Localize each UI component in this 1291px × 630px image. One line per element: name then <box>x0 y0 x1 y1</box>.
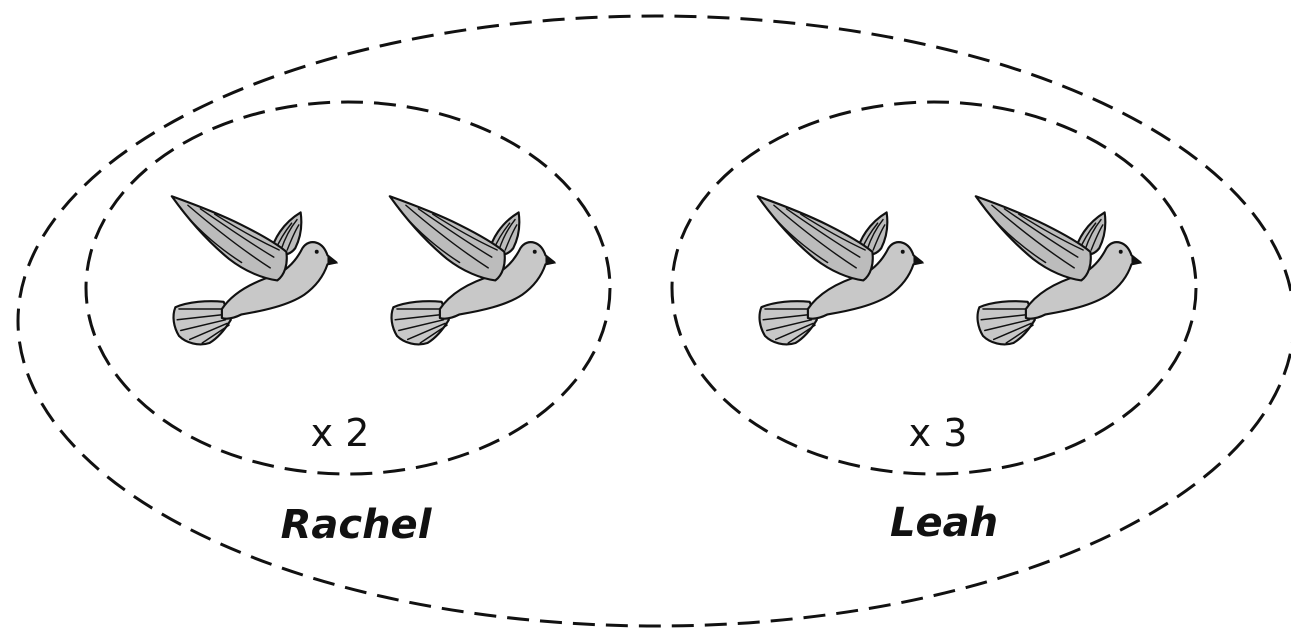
dove-icon <box>172 196 338 344</box>
rachel-label: Rachel <box>281 502 433 548</box>
group-rachel: x 2 Rachel <box>86 102 610 548</box>
dove-icon <box>390 196 556 344</box>
leah-label: Leah <box>890 500 998 546</box>
leah-multiplier: x 3 <box>909 411 968 455</box>
rachel-multiplier: x 2 <box>311 411 370 455</box>
group-leah: x 3 Leah <box>672 102 1196 546</box>
dove-icon <box>758 196 924 344</box>
dove-icon <box>976 196 1142 344</box>
